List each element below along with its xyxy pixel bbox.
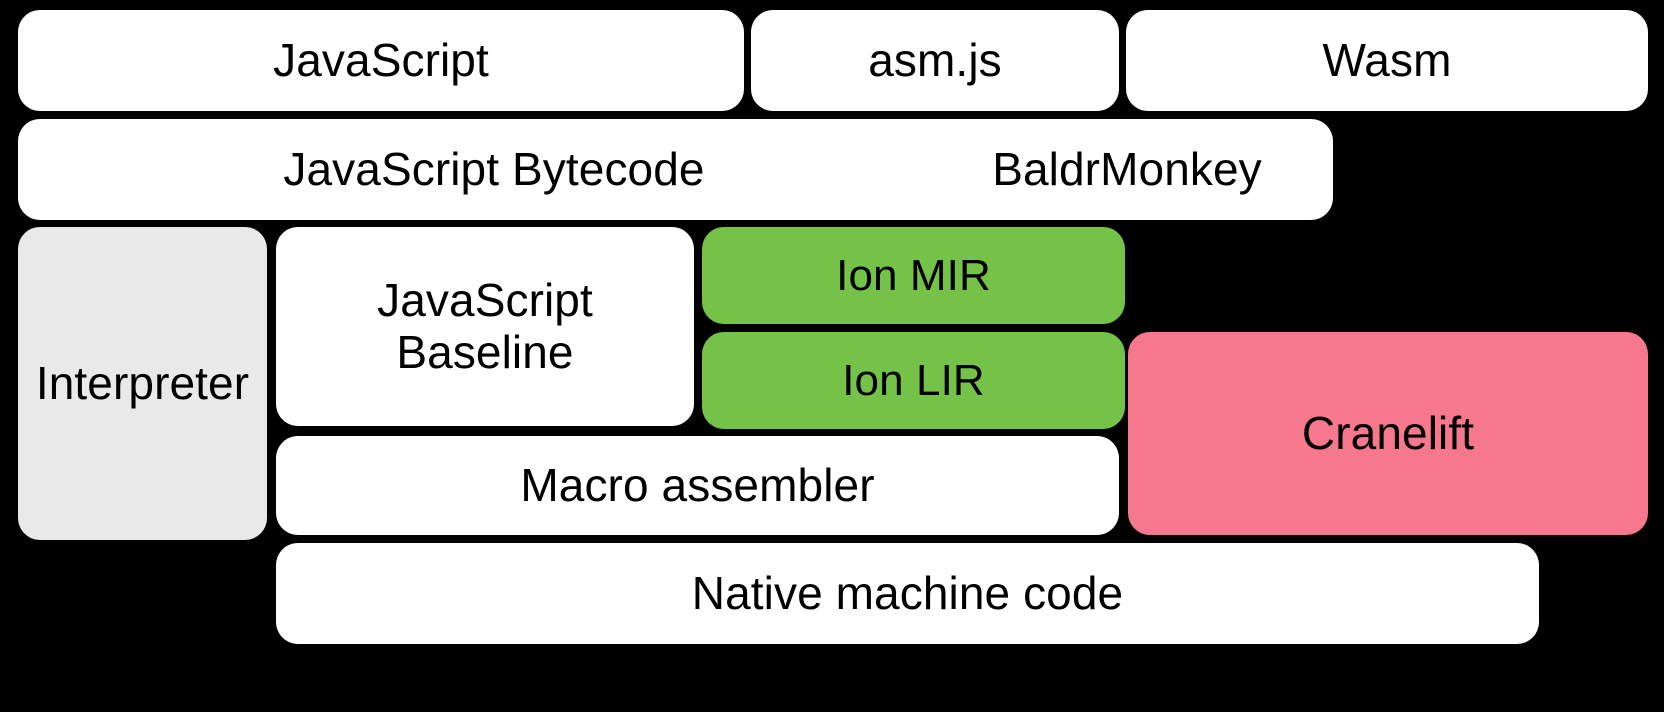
node-ion-mir: Ion MIR	[702, 227, 1125, 324]
node-javascript-bytecode: JavaScript Bytecode	[18, 119, 970, 220]
node-cranelift: Cranelift	[1128, 332, 1648, 535]
node-ion-lir: Ion LIR	[702, 332, 1125, 429]
node-interpreter: Interpreter	[18, 227, 267, 540]
node-asm-js: asm.js	[751, 10, 1119, 111]
node-wasm: Wasm	[1126, 10, 1648, 111]
node-native-machine-code: Native machine code	[276, 543, 1539, 644]
node-baldrmonkey: BaldrMonkey	[921, 119, 1333, 220]
node-javascript-baseline: JavaScript Baseline	[276, 227, 694, 426]
node-macro-assembler: Macro assembler	[276, 436, 1119, 535]
node-javascript: JavaScript	[18, 10, 744, 111]
